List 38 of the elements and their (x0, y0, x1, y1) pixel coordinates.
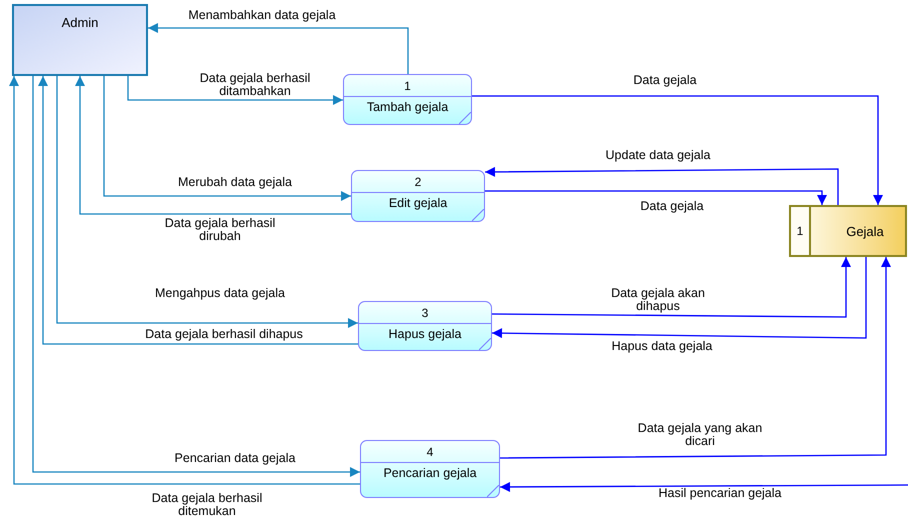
process-name: Hapus gejala (388, 328, 462, 340)
process-name: Pencarian gejala (383, 467, 477, 480)
process-box (358, 301, 492, 351)
data-flow-arrow (103, 76, 351, 201)
edge-label: Pencarian data gejala (174, 452, 296, 465)
edge-label: Data gejala (640, 200, 704, 213)
edge-label: Data gejala berhasil dihapus (145, 328, 303, 341)
process-box (343, 74, 472, 125)
store-name: Gejala (846, 224, 884, 238)
edge-label: Mengahpus data gejala (155, 287, 285, 300)
edge-label: Data gejala (633, 74, 697, 87)
external-entity-box (12, 4, 148, 76)
data-flow-arrow (75, 76, 351, 215)
data-flow-arrow (127, 76, 343, 105)
edge-label: Merubah data gejala (178, 176, 292, 189)
edge-label: Hapus data gejala (612, 340, 712, 353)
process-box (351, 170, 485, 222)
data-flow-arrow (492, 257, 867, 339)
process-name: Tambah gejala (366, 101, 448, 114)
data-flow-arrow (500, 257, 891, 459)
process-name: Edit gejala (388, 197, 448, 210)
data-flow-arrow (148, 23, 409, 74)
data-store (789, 205, 907, 257)
data-flow-arrow (472, 95, 883, 205)
process-number: 2 (414, 176, 422, 188)
edge-label: Hasil pencarian gejala (658, 487, 782, 500)
data-flow-arrow (485, 190, 827, 205)
store-number: 1 (796, 225, 804, 237)
edge-label: Menambahkan data gejala (188, 9, 336, 22)
data-flow-arrow (492, 257, 851, 318)
edge-label: Update data gejala (606, 149, 710, 162)
process-box (360, 440, 500, 498)
data-flow-arrow (500, 482, 908, 492)
process-number: 3 (422, 306, 428, 318)
process-number: 4 (426, 446, 434, 458)
entity-name: Admin (62, 16, 98, 29)
process-number: 1 (404, 80, 411, 92)
data-flow-arrow (485, 166, 839, 205)
